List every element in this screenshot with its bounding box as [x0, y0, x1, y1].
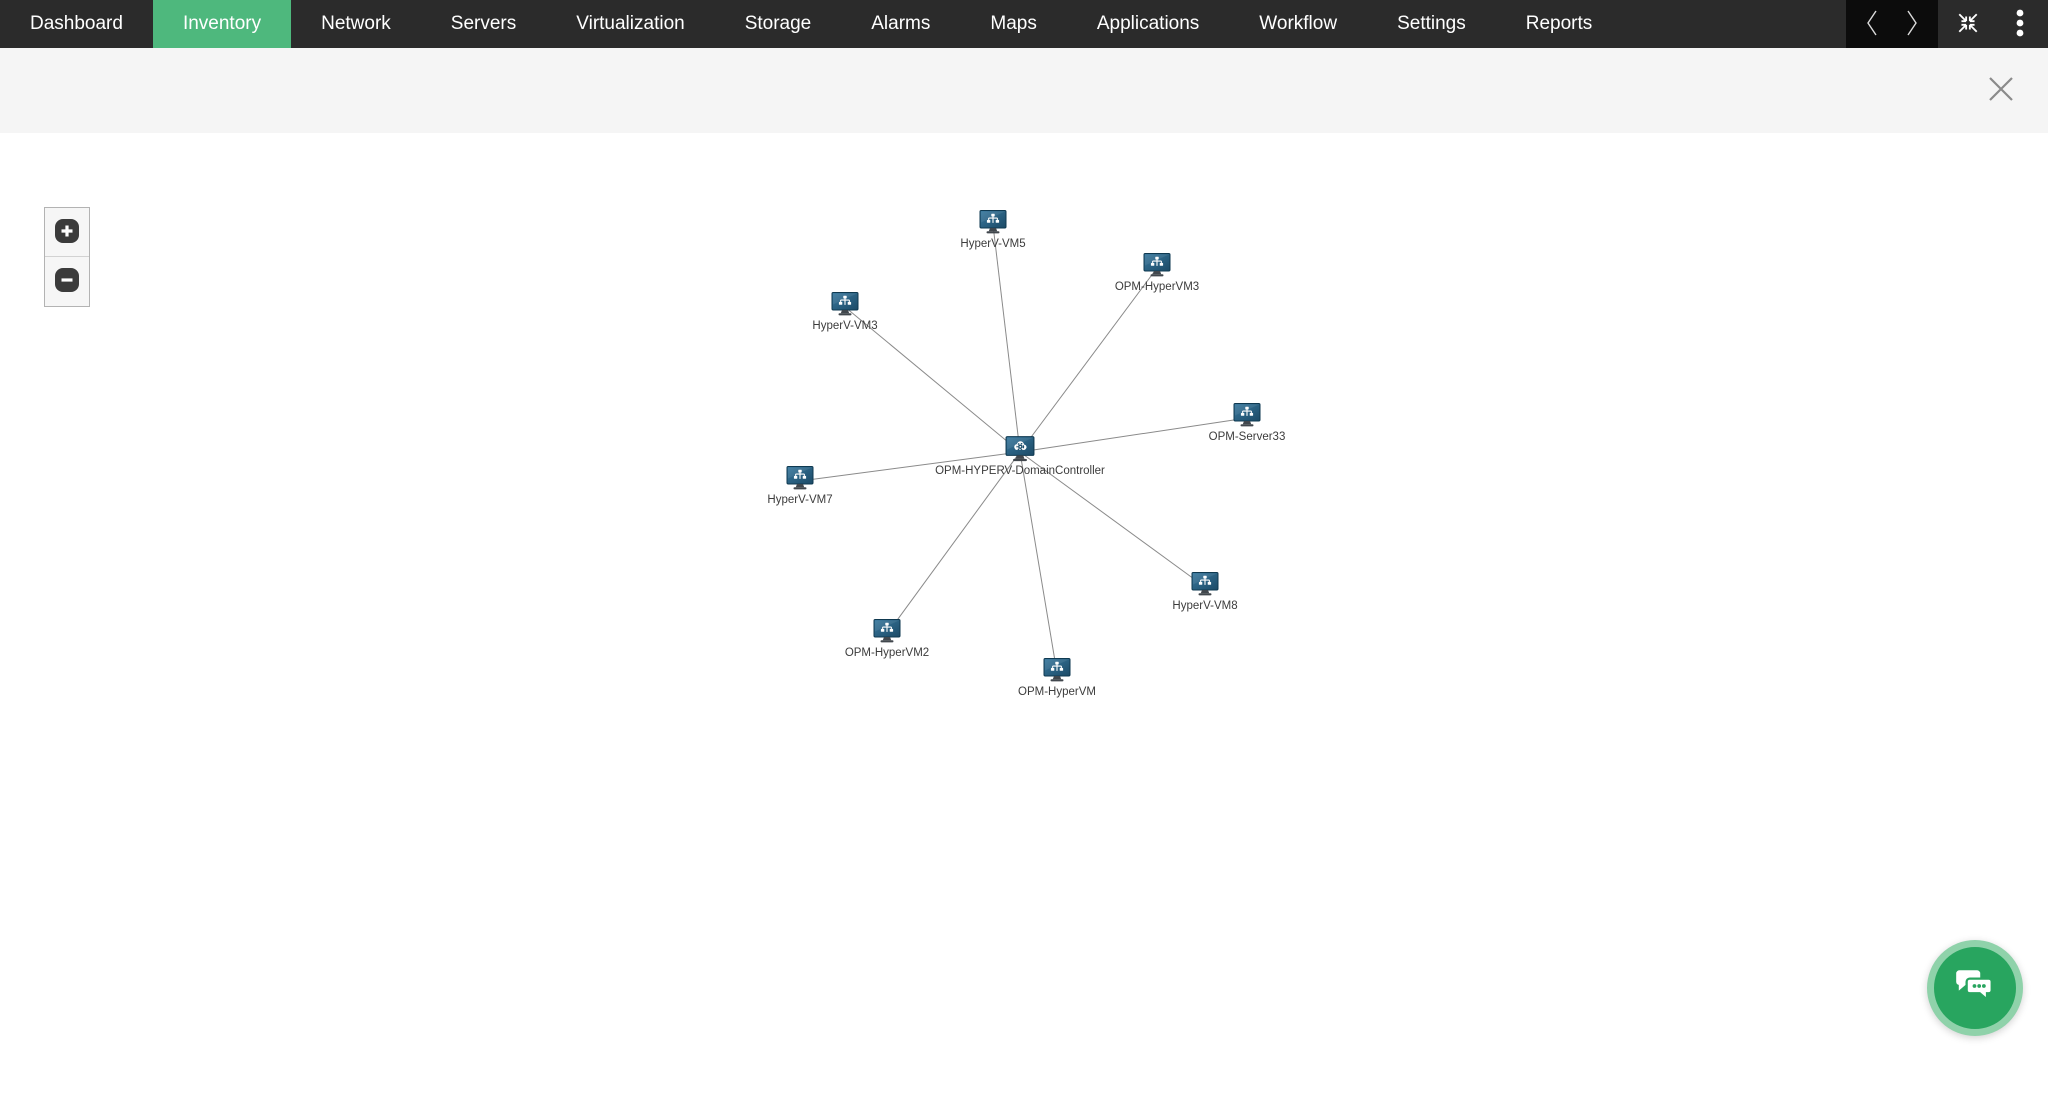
- top-nav: Dashboard Inventory Network Servers Virtuali…: [0, 0, 2048, 48]
- node-label: OPM-HyperVM2: [844, 647, 930, 659]
- node-label: HyperV-VM3: [812, 320, 878, 332]
- nav-forward-button[interactable]: [1892, 0, 1932, 48]
- minus-icon: [54, 267, 80, 296]
- topology-edge: [1019, 267, 1158, 453]
- nav-tab-storage[interactable]: Storage: [744, 13, 812, 34]
- topology-edge: [992, 224, 1021, 453]
- chevron-left-icon: [1861, 3, 1883, 46]
- nav-tab-servers[interactable]: Servers: [450, 13, 517, 34]
- vm-monitor-icon: [1143, 253, 1171, 284]
- nav-right-controls: [1846, 0, 2048, 48]
- vm-monitor-icon: [979, 210, 1007, 241]
- topology-edge: [886, 451, 1021, 635]
- zoom-in-button[interactable]: [45, 208, 89, 257]
- topology-edge: [799, 451, 1021, 482]
- chevron-right-icon: [1901, 3, 1923, 46]
- node-label: HyperV-VM7: [767, 494, 833, 506]
- plus-icon: [54, 218, 80, 247]
- zoom-controls: [44, 207, 90, 307]
- nav-tab-workflow[interactable]: Workflow: [1259, 13, 1338, 34]
- nav-tabs: Dashboard Inventory Network Servers Virtuali…: [0, 0, 1846, 48]
- topology-edge: [1019, 451, 1058, 674]
- nav-tab-maps[interactable]: Maps: [990, 13, 1037, 34]
- node-label: HyperV-VM5: [960, 238, 1026, 250]
- collapse-fullscreen-button[interactable]: [1948, 0, 1988, 48]
- vm-monitor-icon: [1233, 403, 1261, 434]
- topology-edge: [844, 306, 1021, 453]
- nav-tab-dashboard[interactable]: Dashboard: [30, 13, 123, 34]
- map-toolbar: [0, 48, 2048, 133]
- close-icon: [1986, 74, 2016, 107]
- host-cloud-gear-icon: [1005, 436, 1035, 469]
- nav-tab-reports[interactable]: Reports: [1525, 13, 1593, 34]
- node-label: HyperV-VM8: [1172, 600, 1238, 612]
- vm-monitor-icon: [1191, 572, 1219, 603]
- chat-button[interactable]: [1927, 940, 2023, 1036]
- nav-tab-applications[interactable]: Applications: [1096, 13, 1200, 34]
- nav-tab-virtualization[interactable]: Virtualization: [576, 13, 685, 34]
- nav-tab-network[interactable]: Network: [321, 13, 391, 34]
- chat-bubbles-icon: [1952, 966, 1998, 1011]
- node-label: OPM-HYPERV-DomainController: [935, 465, 1105, 477]
- node-label: OPM-HyperVM3: [1114, 281, 1200, 293]
- nav-tab-inventory[interactable]: Inventory: [152, 0, 292, 48]
- vm-monitor-icon: [1043, 658, 1071, 689]
- nav-back-button[interactable]: [1852, 0, 1892, 48]
- nav-tab-alarms[interactable]: Alarms: [871, 13, 931, 34]
- close-button[interactable]: [1984, 74, 2018, 108]
- vm-monitor-icon: [831, 292, 859, 323]
- node-label: OPM-Server33: [1208, 431, 1286, 443]
- more-menu-button[interactable]: [2000, 0, 2040, 48]
- topology-edge: [1019, 417, 1248, 453]
- nav-pager: [1846, 0, 1938, 48]
- topology-edge: [1019, 451, 1206, 588]
- vm-monitor-icon: [873, 619, 901, 650]
- node-label: OPM-HyperVM: [1018, 686, 1096, 698]
- topology-edges: [799, 224, 1248, 674]
- kebab-menu-icon: [2013, 3, 2027, 46]
- compress-icon: [1956, 11, 1980, 38]
- vm-monitor-icon: [786, 466, 814, 497]
- nav-tab-settings[interactable]: Settings: [1397, 13, 1466, 34]
- zoom-out-button[interactable]: [45, 257, 89, 306]
